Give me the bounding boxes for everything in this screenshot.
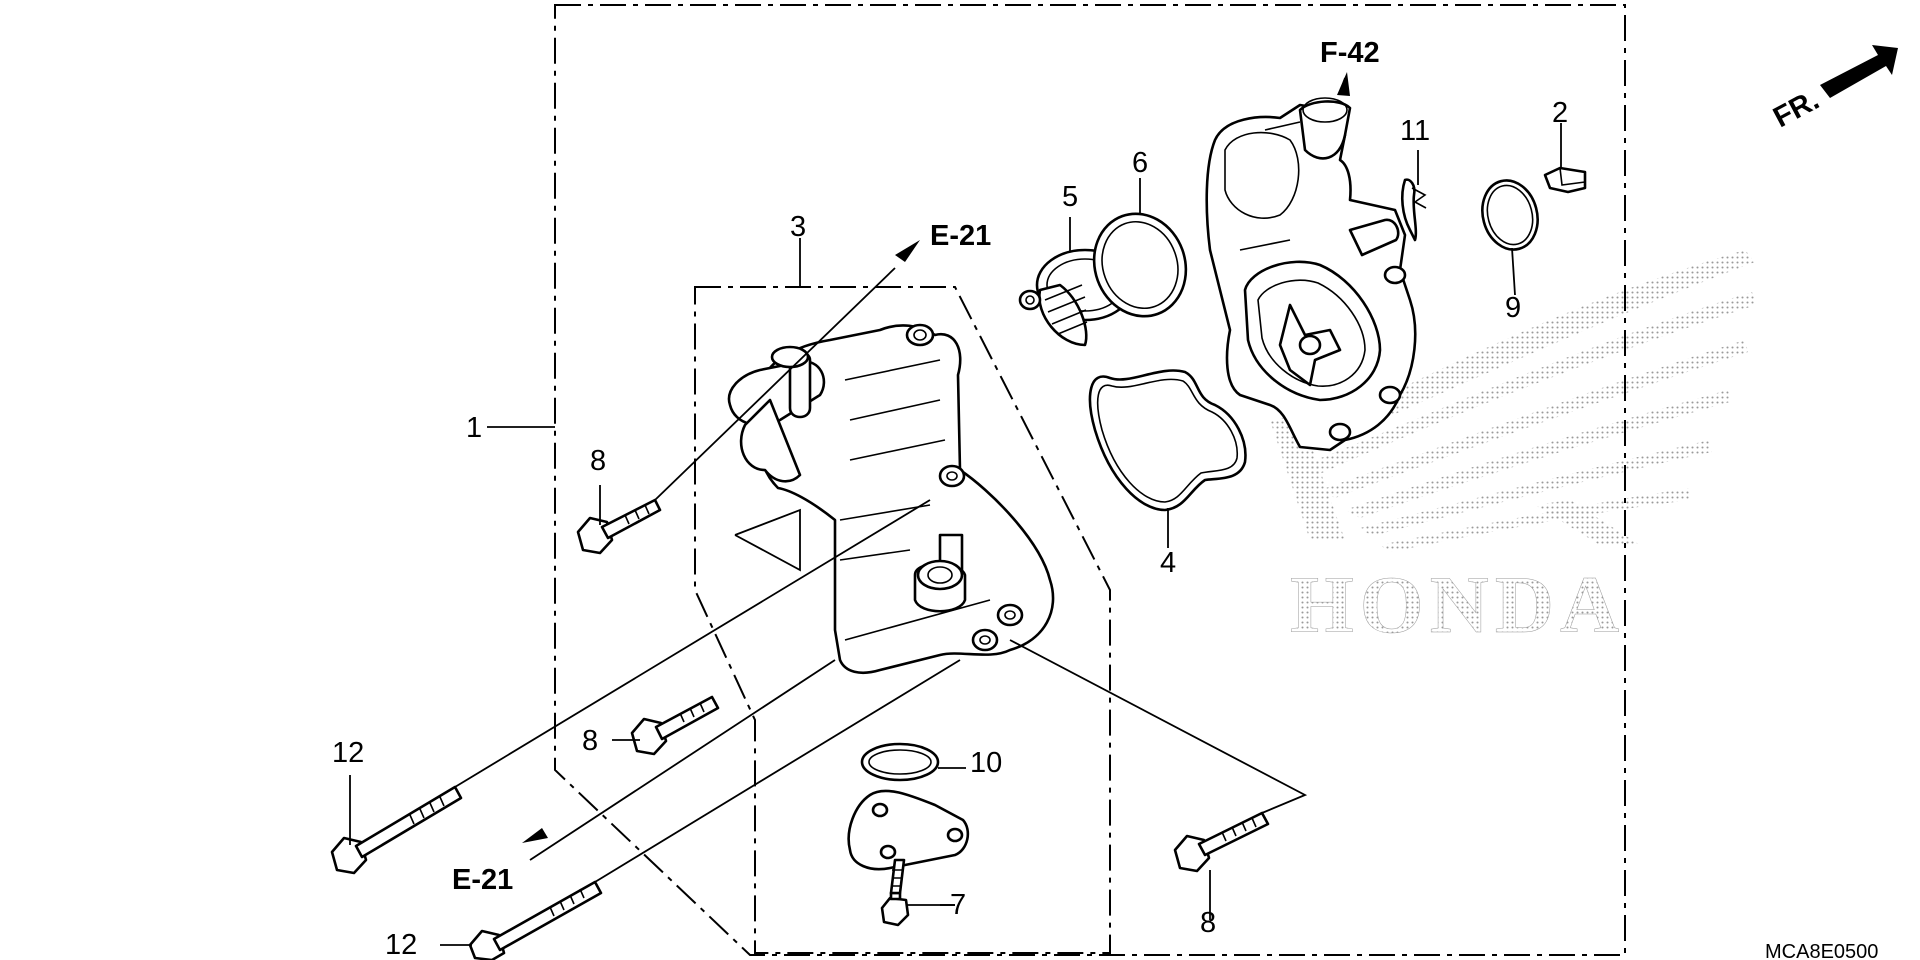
bolt-part-12-lower (468, 880, 603, 960)
ref-e21-bottom: E-21 (452, 864, 513, 896)
drawing-code: MCA8E0500 (1765, 941, 1878, 960)
part-label-11: 11 (1400, 115, 1430, 147)
part-label-8-lower: 8 (1200, 907, 1216, 939)
part-labels: 1 2 3 4 5 6 7 8 8 8 9 10 11 12 12 (332, 97, 1568, 960)
part-label-3: 3 (790, 211, 806, 243)
part-label-8-middle: 8 (582, 725, 598, 757)
bolt-part-7 (880, 858, 910, 927)
part-label-9: 9 (1505, 292, 1521, 324)
o-ring-part-9 (1481, 179, 1539, 251)
part-label-6: 6 (1132, 147, 1148, 179)
o-ring-part-10 (860, 742, 940, 782)
clip-part-11 (1400, 178, 1427, 242)
part-label-2: 2 (1552, 97, 1568, 129)
clip-part-2 (1543, 166, 1587, 194)
ref-e21-top: E-21 (930, 220, 991, 252)
reference-arrows (522, 72, 1350, 843)
cover-plate (847, 789, 970, 871)
bolt-part-8-lower (1173, 811, 1270, 873)
part-label-8-upper: 8 (590, 445, 606, 477)
leader-lines (349, 77, 1562, 946)
assembly-outline (554, 4, 1626, 956)
bolt-part-8-middle (630, 695, 720, 756)
bolt-part-8-upper (576, 498, 662, 555)
honda-wing-watermark: HONDA (1270, 250, 1756, 650)
part-label-4: 4 (1160, 547, 1176, 579)
subassembly-outline (694, 286, 1111, 954)
honda-watermark-text: HONDA (1290, 559, 1625, 650)
ref-f42: F-42 (1320, 37, 1380, 69)
front-marker-label: FR. (1768, 84, 1824, 134)
pump-housing-part-3 (727, 323, 1055, 674)
part-label-7: 7 (950, 889, 966, 921)
part-label-10: 10 (970, 747, 1002, 779)
o-ring-part-6 (1092, 212, 1188, 318)
part-label-12-upper: 12 (332, 737, 364, 769)
gasket-part-4 (1088, 369, 1247, 512)
front-direction-marker: FR. (1768, 45, 1898, 134)
part-label-5: 5 (1062, 181, 1078, 213)
part-label-12-lower: 12 (385, 929, 417, 960)
part-label-1: 1 (466, 412, 482, 444)
pump-body-f42 (1205, 97, 1417, 452)
bolt-part-12-upper (330, 785, 463, 875)
reference-labels: E-21 E-21 F-42 (452, 37, 1380, 896)
